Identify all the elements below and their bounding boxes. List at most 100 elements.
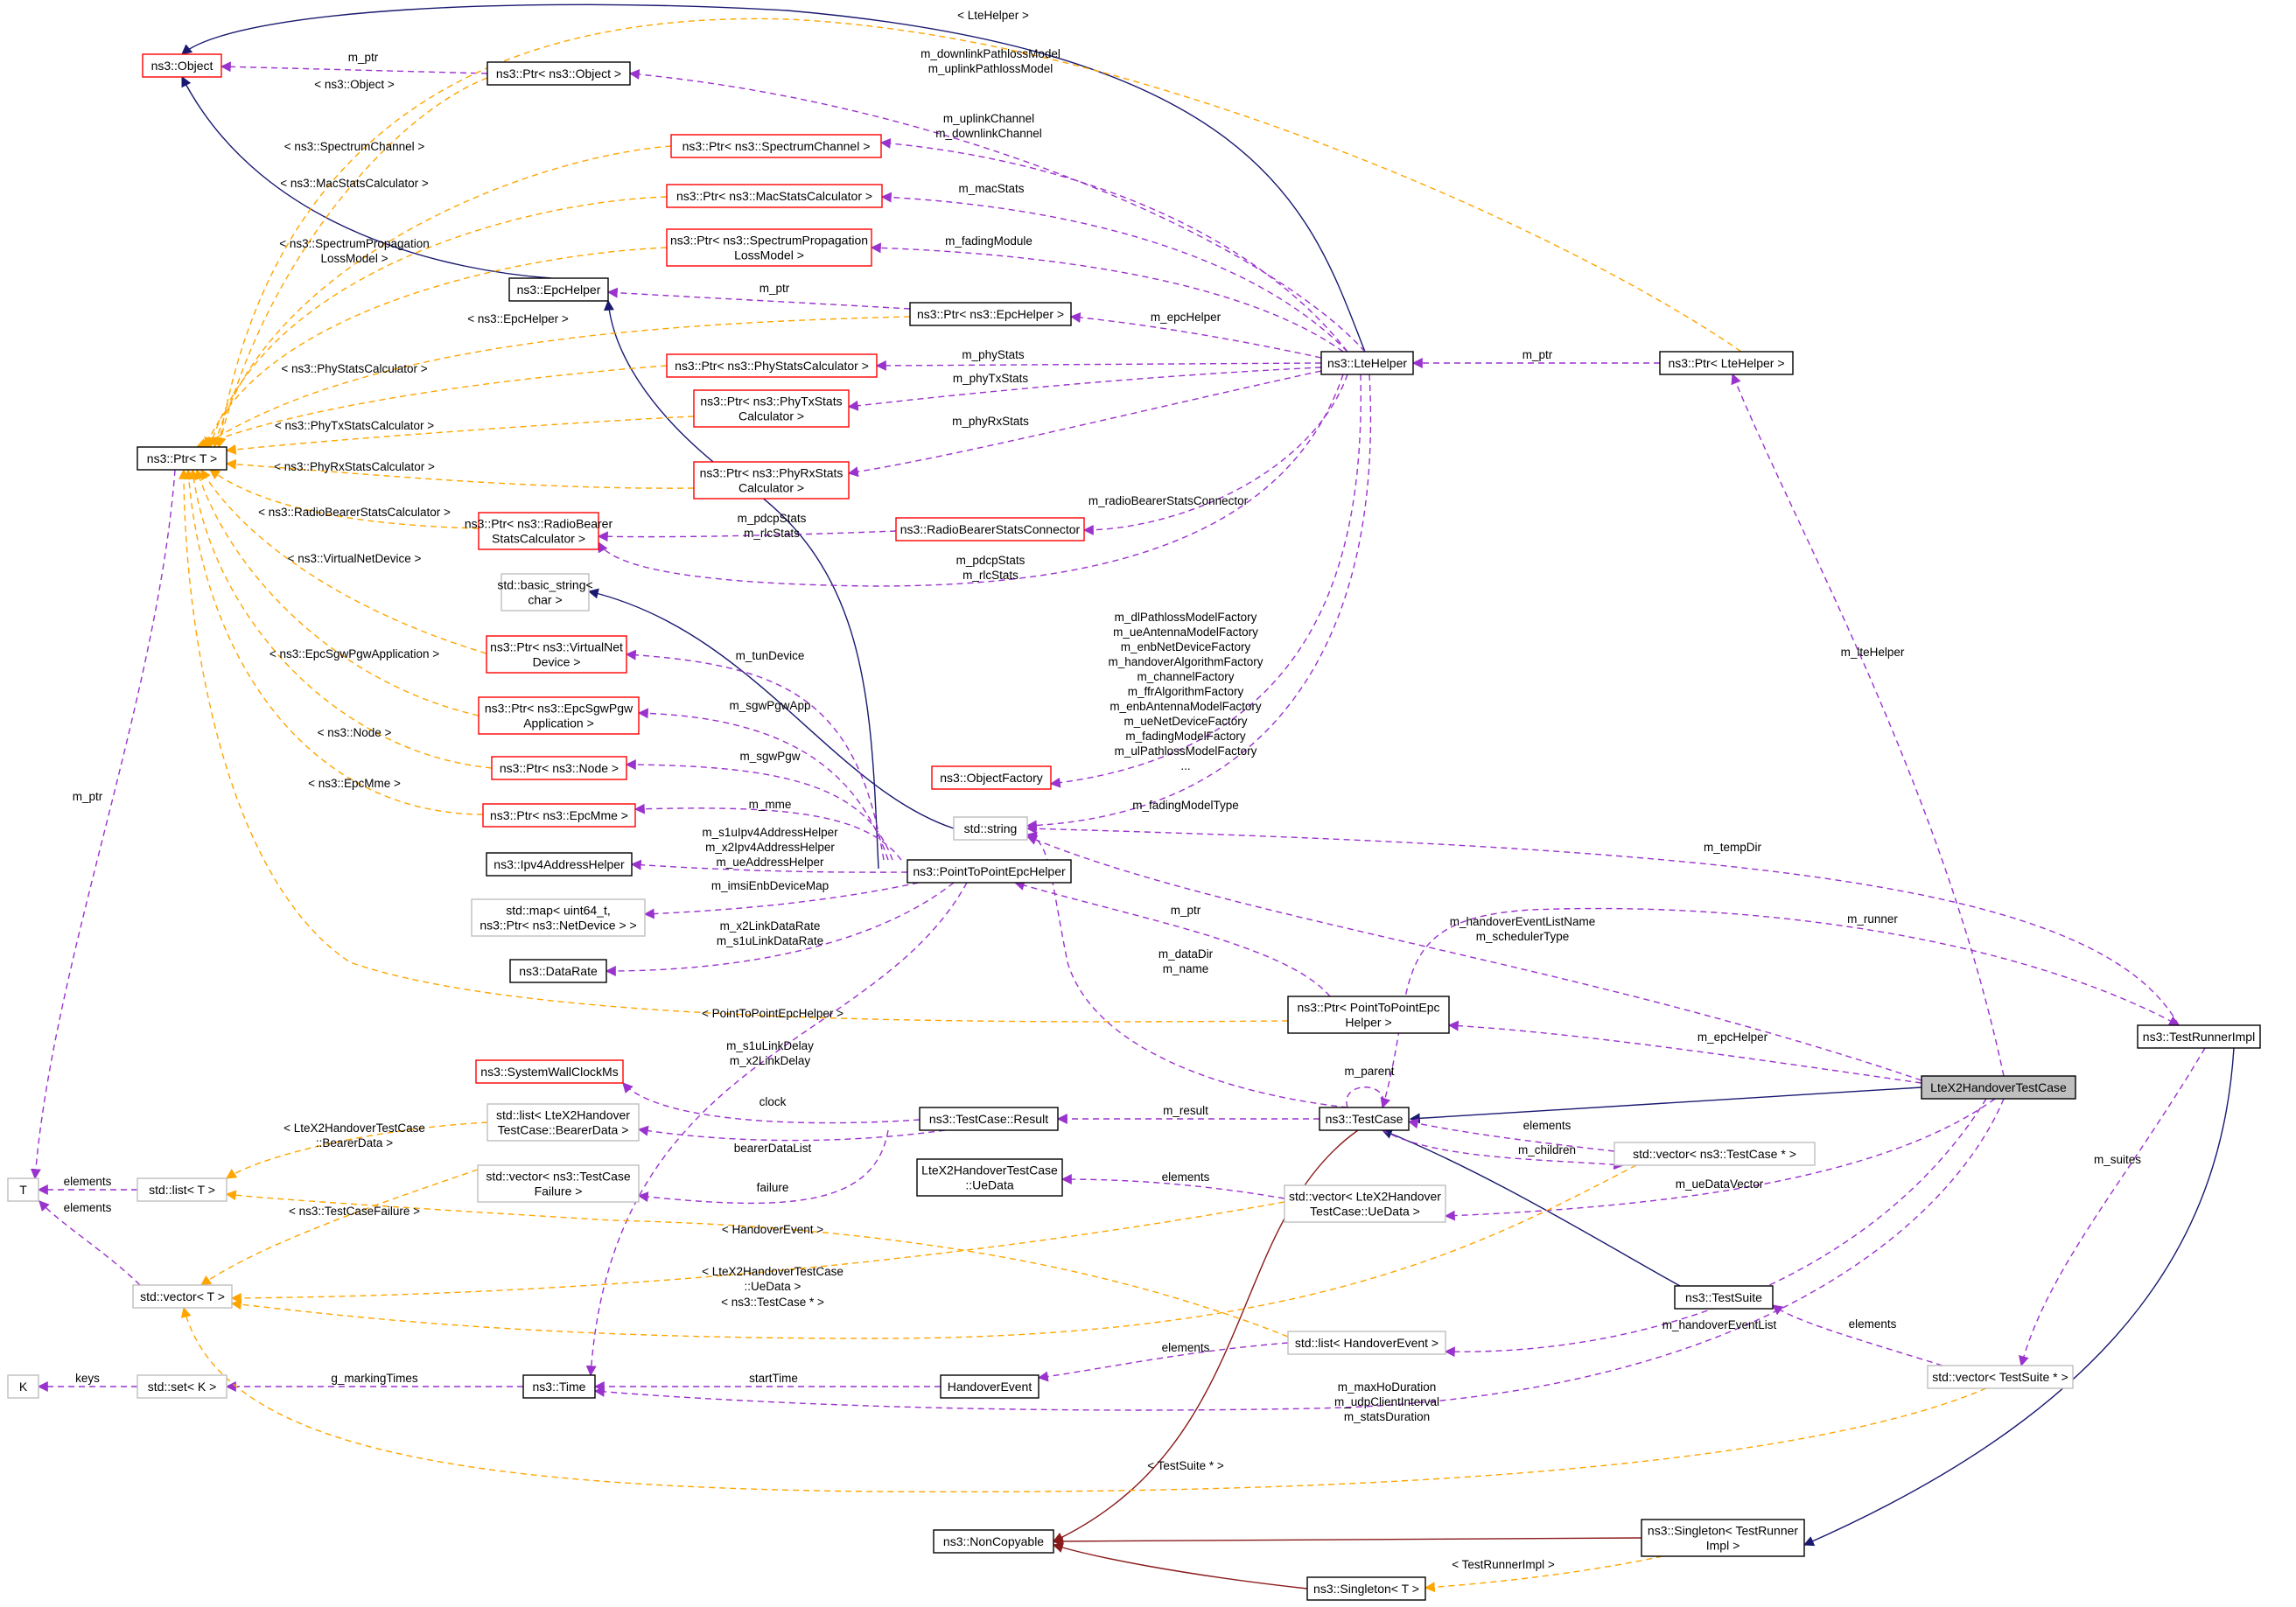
node-syswallclock[interactable]: ns3::SystemWallClockMs (475, 1059, 624, 1084)
node-stdmap[interactable]: std::map< uint64_t,ns3::Ptr< ns3::NetDev… (471, 898, 646, 937)
node-box (953, 816, 1028, 841)
edge-label: m_phyTxStats (953, 372, 1029, 385)
node-label: ns3::TestRunnerImpl (2143, 1030, 2255, 1044)
node-ptr_node[interactable]: ns3::Ptr< ns3::Node > (491, 756, 627, 780)
edge-label: m_s1uIpv4AddressHelper (702, 826, 838, 839)
edge-t_psc (211, 145, 672, 449)
node-ptr_t[interactable]: ns3::Ptr< T > (136, 446, 228, 471)
node-K[interactable]: K (7, 1374, 39, 1399)
node-ptr_ltehelper[interactable]: ns3::Ptr< LteHelper > (1659, 351, 1794, 375)
edge-label: m_handoverEventList (1662, 1318, 1777, 1331)
node-ptr_macstats[interactable]: ns3::Ptr< ns3::MacStatsCalculator > (666, 184, 883, 208)
edge-label: < PointToPointEpcHelper > (702, 1007, 844, 1020)
node-box (666, 184, 883, 208)
node-label: std::list< T > (149, 1183, 215, 1197)
node-label: StatsCalculator > (492, 532, 585, 546)
node-vec_tcptr[interactable]: std::vector< ns3::TestCase * > (1614, 1142, 1816, 1166)
node-list_t[interactable]: std::list< T > (136, 1177, 228, 1202)
node-label: ns3::Ptr< ns3::SpectrumChannel > (682, 139, 871, 153)
node-box (1674, 1285, 1774, 1310)
edge-e_tc_vtc (1382, 1129, 1625, 1170)
edge-e_lte_rbsc (1082, 374, 1348, 535)
node-ptr_spectrumchannel[interactable]: ns3::Ptr< ns3::SpectrumChannel > (670, 134, 882, 158)
node-box (940, 1374, 1040, 1399)
node-box (7, 1177, 39, 1202)
edge-label: < ns3::MacStatsCalculator > (280, 177, 429, 190)
node-ptr_phyrx[interactable]: ns3::Ptr< ns3::PhyRxStatsCalculator > (693, 461, 850, 500)
edge-label: m_udpClientInterval (1334, 1395, 1439, 1408)
node-ptr_phytx[interactable]: ns3::Ptr< ns3::PhyTxStatsCalculator > (693, 389, 850, 428)
node-datarate[interactable]: ns3::DataRate (509, 959, 607, 983)
node-label: ns3::TestSuite (1685, 1290, 1762, 1304)
edge-label: m_handoverEventListName (1450, 915, 1596, 928)
node-label: std::basic_string< (497, 578, 592, 592)
node-label: LossModel > (734, 248, 804, 262)
node-set_k[interactable]: std::set< K > (136, 1374, 228, 1399)
node-epchelper[interactable]: ns3::EpcHelper (508, 277, 609, 302)
node-ipv4ah[interactable]: ns3::Ipv4AddressHelper (486, 852, 633, 877)
node-objectfactory[interactable]: ns3::ObjectFactory (931, 765, 1052, 790)
node-label: ns3::Ptr< ns3::EpcSgwPgw (485, 702, 634, 716)
edge-e_po_obj (220, 61, 488, 74)
node-label: Helper > (1345, 1016, 1391, 1030)
node-label: ns3::ObjectFactory (940, 771, 1043, 785)
edge-label: m_statsDuration (1344, 1410, 1430, 1423)
node-testcase[interactable]: ns3::TestCase (1319, 1107, 1410, 1131)
node-ptr_spectrumprop[interactable]: ns3::Ptr< ns3::SpectrumPropagationLossMo… (666, 228, 872, 267)
node-testrunnerimpl[interactable]: ns3::TestRunnerImpl (2137, 1024, 2261, 1049)
node-label: LteX2HandoverTestCase (1930, 1080, 2067, 1094)
edge-e_epc_obj (181, 75, 552, 279)
edge-e_lte_po (628, 69, 1366, 353)
edge-label: m_epcHelper (1698, 1031, 1768, 1044)
edge-e_lte_str (1026, 374, 1372, 831)
node-box (491, 756, 627, 780)
edge-e_p2p_time (585, 882, 968, 1377)
node-lte_x2[interactable]: LteX2HandoverTestCase (1921, 1075, 2076, 1100)
node-box (933, 1529, 1054, 1554)
node-vec_tsptr[interactable]: std::vector< TestSuite * > (1927, 1365, 2074, 1389)
node-uedata[interactable]: LteX2HandoverTestCase::UeData (916, 1158, 1063, 1197)
node-p2pepc[interactable]: ns3::PointToPointEpcHelper (906, 859, 1072, 884)
node-vec_tcf[interactable]: std::vector< ns3::TestCaseFailure > (477, 1164, 640, 1203)
node-box (1287, 996, 1450, 1034)
node-label: ns3::TestCase (1326, 1112, 1404, 1126)
node-ltehelper[interactable]: ns3::LteHelper (1320, 351, 1414, 375)
node-ptr_epcsgw[interactable]: ns3::Ptr< ns3::EpcSgwPgwApplication > (478, 696, 640, 735)
edge-e_vt_t (38, 1200, 141, 1286)
node-label: ns3::Ptr< ns3::Object > (496, 66, 621, 80)
node-singleton_tr[interactable]: ns3::Singleton< TestRunnerImpl > (1641, 1519, 1805, 1557)
node-box (471, 898, 646, 937)
node-rbsc[interactable]: ns3::RadioBearerStatsConnector (895, 517, 1085, 541)
node-box (1287, 1331, 1446, 1355)
node-ptr_radiobearer[interactable]: ns3::Ptr< ns3::RadioBearerStatsCalculato… (465, 512, 613, 550)
edge-label: m_handoverAlgorithmFactory (1108, 655, 1263, 668)
edge-t_pp (178, 468, 1289, 1023)
edge-e_x2_tc (1409, 1086, 1922, 1124)
node-handoverevent[interactable]: HandoverEvent (940, 1374, 1040, 1399)
node-vec_uedata[interactable]: std::vector< LteX2HandoverTestCase::UeDa… (1284, 1184, 1446, 1223)
node-testsuite[interactable]: ns3::TestSuite (1674, 1285, 1774, 1310)
node-noncopyable[interactable]: ns3::NonCopyable (933, 1529, 1054, 1554)
node-basic_string[interactable]: std::basic_string<char > (497, 573, 593, 611)
node-label: std::vector< ns3::TestCase * > (1633, 1147, 1796, 1161)
node-list_he[interactable]: std::list< HandoverEvent > (1287, 1331, 1446, 1355)
node-list_bearer[interactable]: std::list< LteX2HandoverTestCase::Bearer… (486, 1103, 640, 1142)
edge-label: m_dlPathlossModelFactory (1115, 611, 1257, 624)
node-vec_t[interactable]: std::vector< T > (132, 1284, 233, 1309)
node-ptr_epchelper[interactable]: ns3::Ptr< ns3::EpcHelper > (909, 302, 1072, 326)
node-tc_result[interactable]: ns3::TestCase::Result (919, 1107, 1059, 1131)
node-time[interactable]: ns3::Time (522, 1374, 596, 1399)
node-object[interactable]: ns3::Object (142, 53, 222, 78)
edge-e_lte_pepc (1069, 312, 1322, 359)
node-label: ns3::Ptr< ns3::NetDevice > > (480, 919, 636, 933)
node-ptr_epcmme[interactable]: ns3::Ptr< ns3::EpcMme > (482, 803, 636, 828)
node-ptr_phystats[interactable]: ns3::Ptr< ns3::PhyStatsCalculator > (666, 353, 878, 378)
edge-label: m_ffrAlgorithmFactory (1128, 685, 1244, 698)
node-stdstring[interactable]: std::string (953, 816, 1028, 841)
node-ptr_p2pepc[interactable]: ns3::Ptr< PointToPointEpcHelper > (1287, 996, 1450, 1034)
node-ptr_vnd[interactable]: ns3::Ptr< ns3::VirtualNetDevice > (486, 635, 627, 674)
node-ptr_object[interactable]: ns3::Ptr< ns3::Object > (486, 61, 631, 86)
node-singleton_t[interactable]: ns3::Singleton< T > (1306, 1576, 1426, 1601)
node-box (1659, 351, 1794, 375)
node-T[interactable]: T (7, 1177, 39, 1202)
